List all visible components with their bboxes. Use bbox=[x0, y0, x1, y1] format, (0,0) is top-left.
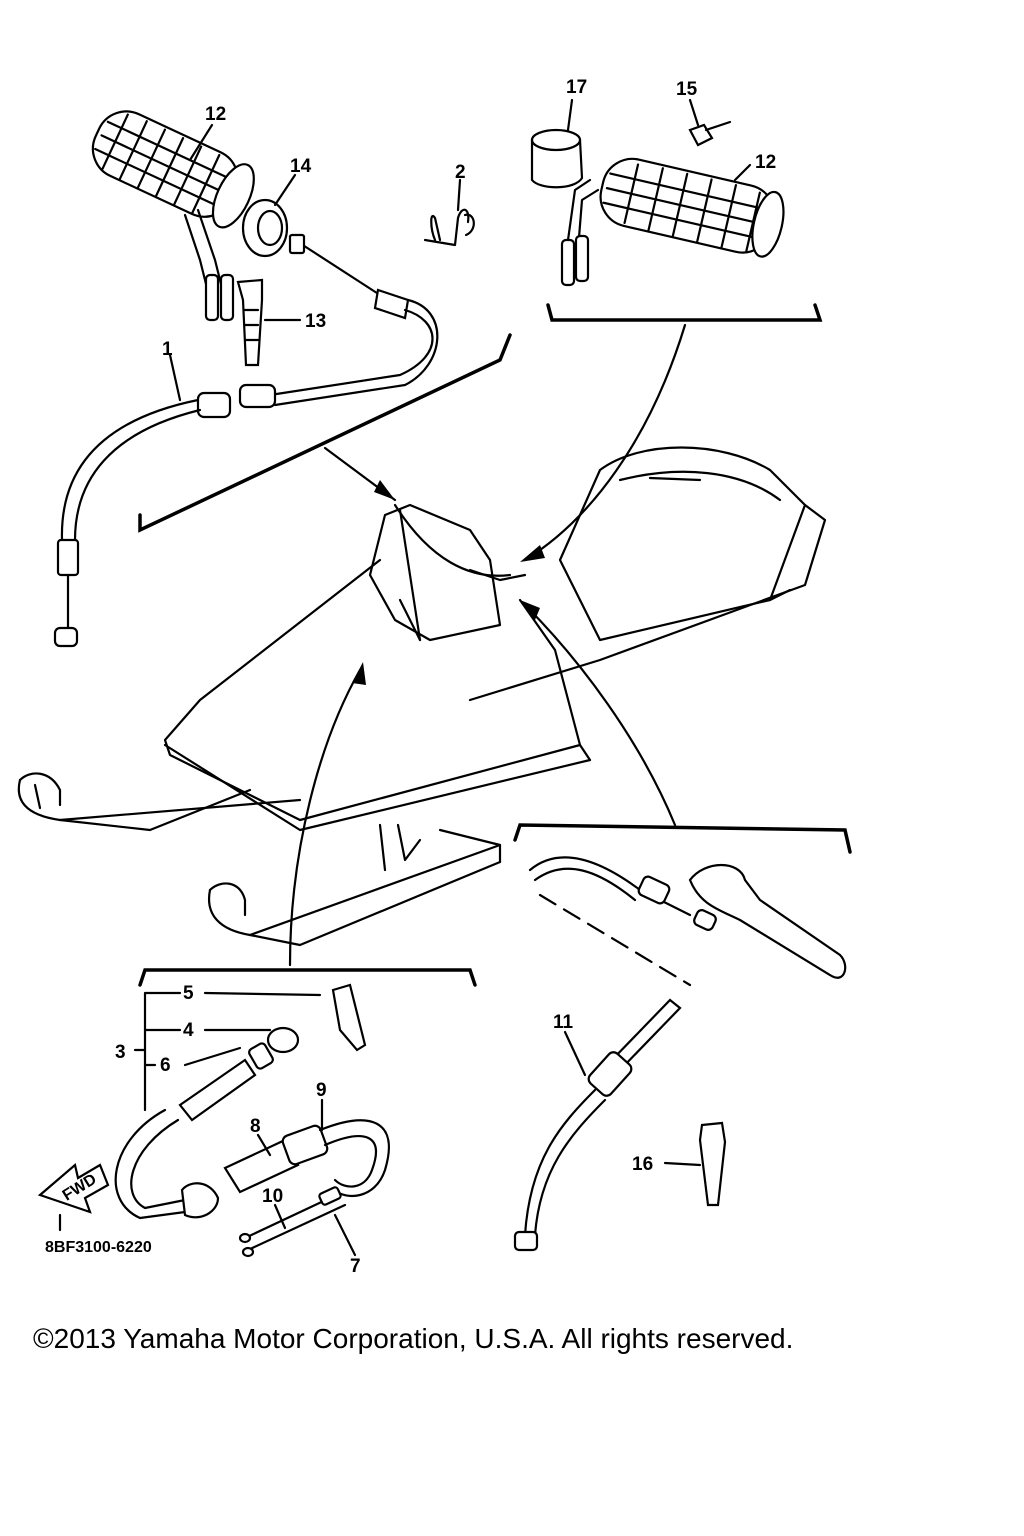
forward-arrow-icon bbox=[37, 1162, 110, 1214]
callout-4: 4 bbox=[183, 1020, 194, 1041]
callout-7: 7 bbox=[350, 1256, 361, 1277]
copyright-notice: ©2013 Yamaha Motor Corporation, U.S.A. A… bbox=[33, 1323, 793, 1354]
callout-13: 13 bbox=[305, 311, 326, 332]
brake-lever-assembly bbox=[513, 600, 852, 1252]
left-grip-assembly bbox=[53, 110, 512, 648]
callout-12-left: 12 bbox=[205, 104, 226, 125]
callout-3: 3 bbox=[115, 1042, 126, 1063]
callout-8: 8 bbox=[250, 1116, 261, 1137]
callout-5: 5 bbox=[183, 983, 194, 1004]
callout-1: 1 bbox=[162, 339, 173, 360]
callout-15: 15 bbox=[676, 79, 698, 100]
callout-9: 9 bbox=[316, 1080, 327, 1101]
callout-11: 11 bbox=[553, 1012, 574, 1033]
drawing-code: 8BF3100-6220 bbox=[45, 1239, 152, 1256]
right-grip-assembly bbox=[520, 98, 823, 562]
callout-2: 2 bbox=[455, 162, 466, 183]
callout-14: 14 bbox=[290, 156, 312, 177]
callout-6: 6 bbox=[160, 1055, 171, 1076]
callout-10: 10 bbox=[262, 1186, 283, 1207]
callout-17: 17 bbox=[566, 77, 587, 98]
switch-wiring-assembly bbox=[37, 662, 477, 1258]
snowmobile-illustration bbox=[17, 446, 827, 947]
callout-16: 16 bbox=[632, 1154, 653, 1175]
callout-12-right: 12 bbox=[755, 152, 776, 173]
